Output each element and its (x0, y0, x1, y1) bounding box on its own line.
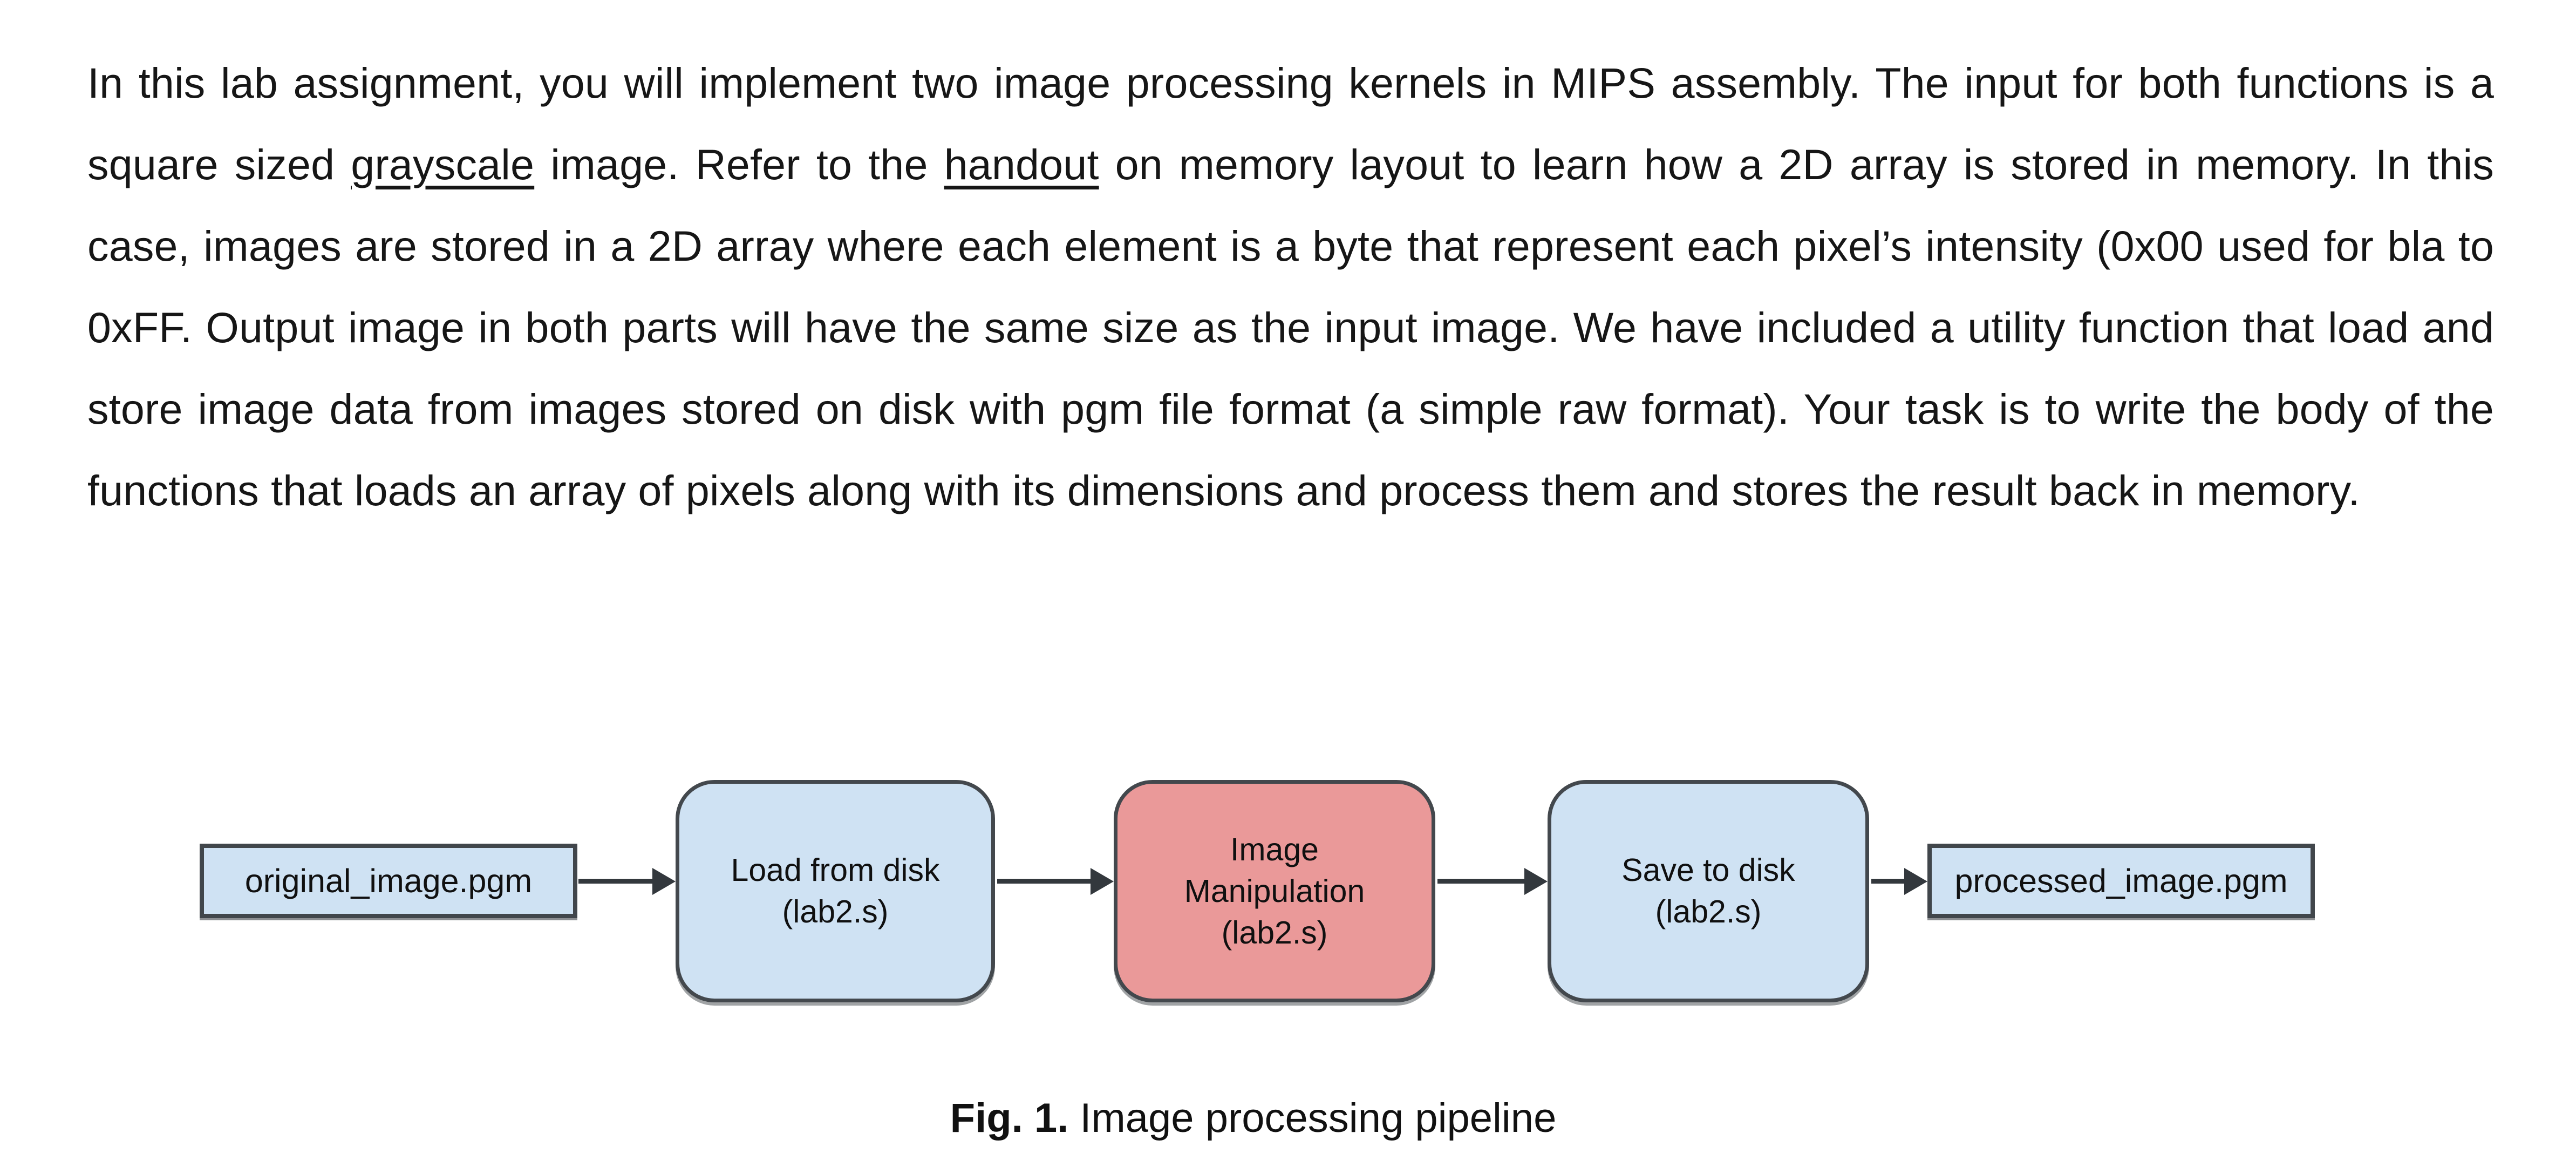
paragraph-text-1: In this lab assignment, you will impleme… (87, 59, 2494, 188)
figure-caption: Fig. 1. Image processing pipeline (0, 1091, 2506, 1145)
node-image-manipulation: Image Manipulation (lab2.s) (1114, 780, 1435, 1002)
grayscale-underlined-term: grayscale (351, 140, 535, 188)
flow-arrow-3 (1437, 879, 1525, 884)
node-load-from-disk: Load from disk (lab2.s) (676, 780, 995, 1002)
node-original-image-label: original_image.pgm (244, 862, 533, 899)
node-original-image-pgm: original_image.pgm (200, 844, 577, 918)
node-save-to-disk: Save to disk (lab2.s) (1548, 780, 1869, 1002)
node-processed-image-label: processed_image.pgm (1954, 862, 2288, 899)
node-save-to-disk-label: Save to disk (lab2.s) (1621, 852, 1795, 929)
assignment-paragraph: In this lab assignment, you will impleme… (87, 42, 2494, 531)
node-load-from-disk-label: Load from disk (lab2.s) (731, 852, 940, 929)
paragraph-text-2: image. Refer to the (534, 140, 944, 188)
flow-arrow-1 (578, 879, 653, 884)
handout-underlined-term: handout (944, 140, 1099, 188)
figure-caption-text: Image processing pipeline (1068, 1095, 1557, 1141)
figure-caption-label: Fig. 1. (950, 1095, 1069, 1141)
flow-arrow-2 (997, 879, 1091, 884)
paragraph-text-3: on memory layout to learn how a 2D array… (87, 140, 2494, 514)
node-processed-image-pgm: processed_image.pgm (1927, 844, 2315, 918)
node-image-manipulation-label: Image Manipulation (lab2.s) (1184, 831, 1365, 951)
flow-arrow-4 (1871, 879, 1905, 884)
